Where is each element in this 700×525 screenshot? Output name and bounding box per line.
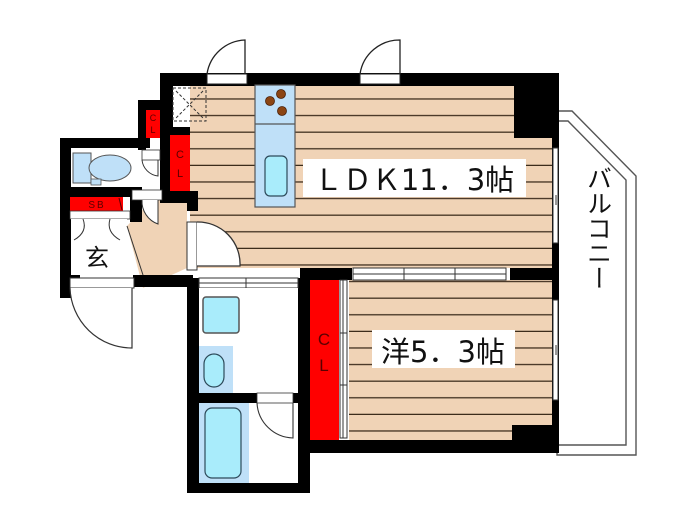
svg-text:玄: 玄	[85, 244, 109, 272]
toilet-room	[71, 148, 161, 187]
washroom-sliding-door	[198, 277, 299, 289]
bedroom-sliding-door	[352, 267, 507, 281]
svg-text:ＬＤＫ11．3帖: ＬＤＫ11．3帖	[314, 163, 514, 197]
svg-text:L: L	[150, 125, 155, 135]
svg-text:C: C	[176, 149, 184, 161]
bedroom-balcony-window	[552, 299, 559, 401]
bathtub-icon	[204, 407, 242, 479]
closet-top-small: C L	[146, 110, 160, 138]
kitchen-sink-icon	[264, 155, 288, 197]
shoe-box: SB	[69, 197, 131, 220]
front-door	[69, 277, 135, 349]
svg-text:洋5．3帖: 洋5．3帖	[381, 335, 505, 369]
toilet-bowl-icon	[88, 154, 132, 182]
balcony-label: バルコニー	[584, 166, 613, 291]
svg-text:バルコニー: バルコニー	[584, 166, 613, 291]
wash-basin-icon	[203, 353, 225, 388]
bathroom	[199, 392, 298, 483]
western-room-label: 洋5．3帖	[372, 330, 515, 369]
ldk-balcony-window	[552, 147, 559, 244]
svg-text:SB: SB	[88, 200, 105, 211]
ldk-label: ＬＤＫ11．3帖	[303, 159, 526, 197]
closet-kitchen: C L	[170, 135, 190, 191]
toilet-tank-icon	[72, 152, 92, 184]
washing-machine-icon	[202, 296, 240, 334]
kitchen-counter	[254, 84, 296, 208]
svg-text:L: L	[177, 168, 183, 180]
entrance: 玄	[71, 218, 144, 276]
ldk-entry-door	[186, 221, 241, 271]
walls	[60, 73, 559, 493]
top-doors	[206, 39, 401, 85]
stove-burners-icon	[265, 89, 287, 116]
hall-door	[131, 189, 163, 225]
refrigerator-space-icon	[172, 87, 207, 122]
svg-text:C: C	[318, 330, 330, 349]
bedroom-closet-doors	[339, 279, 348, 439]
svg-text:C: C	[150, 113, 157, 123]
closet-bedroom: C L	[310, 280, 339, 440]
washroom	[199, 288, 298, 393]
svg-text:L: L	[319, 356, 328, 375]
